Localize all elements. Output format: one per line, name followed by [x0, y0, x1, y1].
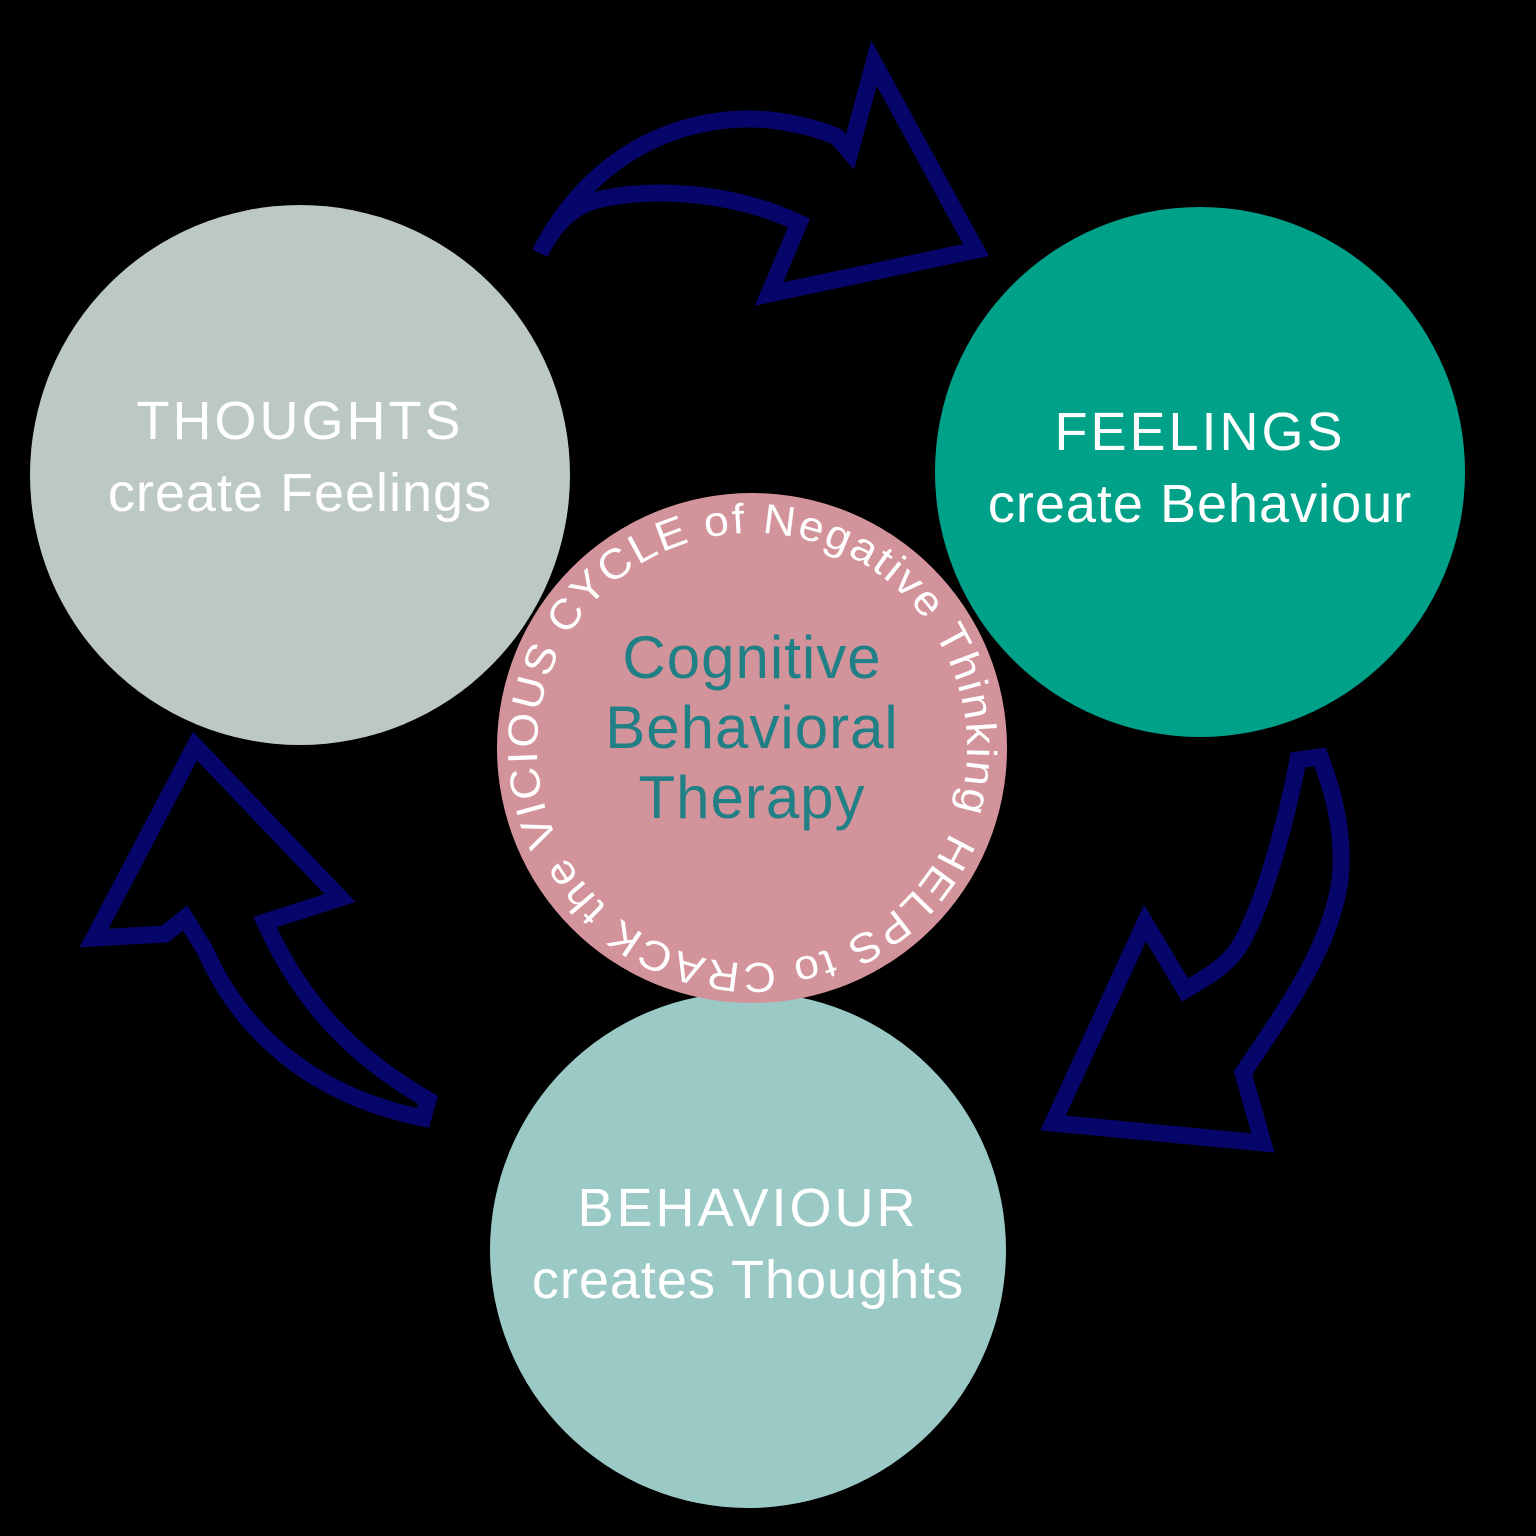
behaviour-circle: [490, 992, 1006, 1508]
feelings-circle: [935, 207, 1465, 737]
arrow-behaviour-to-thoughts-icon: [79, 731, 438, 1128]
arrow-feelings-to-behaviour-icon: [1040, 747, 1350, 1153]
center-circle: [497, 493, 1007, 1003]
behaviour-label: BEHAVIOUR creates Thoughts: [532, 1172, 964, 1316]
thoughts-title: THOUGHTS: [136, 391, 464, 451]
thoughts-subtitle: create Feelings: [107, 463, 493, 523]
arrow-thoughts-to-feelings-icon: [532, 40, 989, 306]
feelings-subtitle: create Behaviour: [987, 474, 1413, 534]
thoughts-label: THOUGHTS create Feelings: [108, 385, 492, 529]
behaviour-title: BEHAVIOUR: [577, 1178, 919, 1238]
feelings-label: FEELINGS create Behaviour: [988, 396, 1412, 540]
center-label: Cognitive Behavioral Therapy: [605, 623, 899, 833]
feelings-title: FEELINGS: [1054, 402, 1346, 462]
behaviour-subtitle: creates Thoughts: [531, 1250, 965, 1310]
center-label-line1: Cognitive: [622, 624, 882, 691]
center-label-line3: Therapy: [638, 764, 866, 831]
thoughts-circle: [30, 205, 570, 745]
center-label-line2: Behavioral: [605, 694, 899, 761]
